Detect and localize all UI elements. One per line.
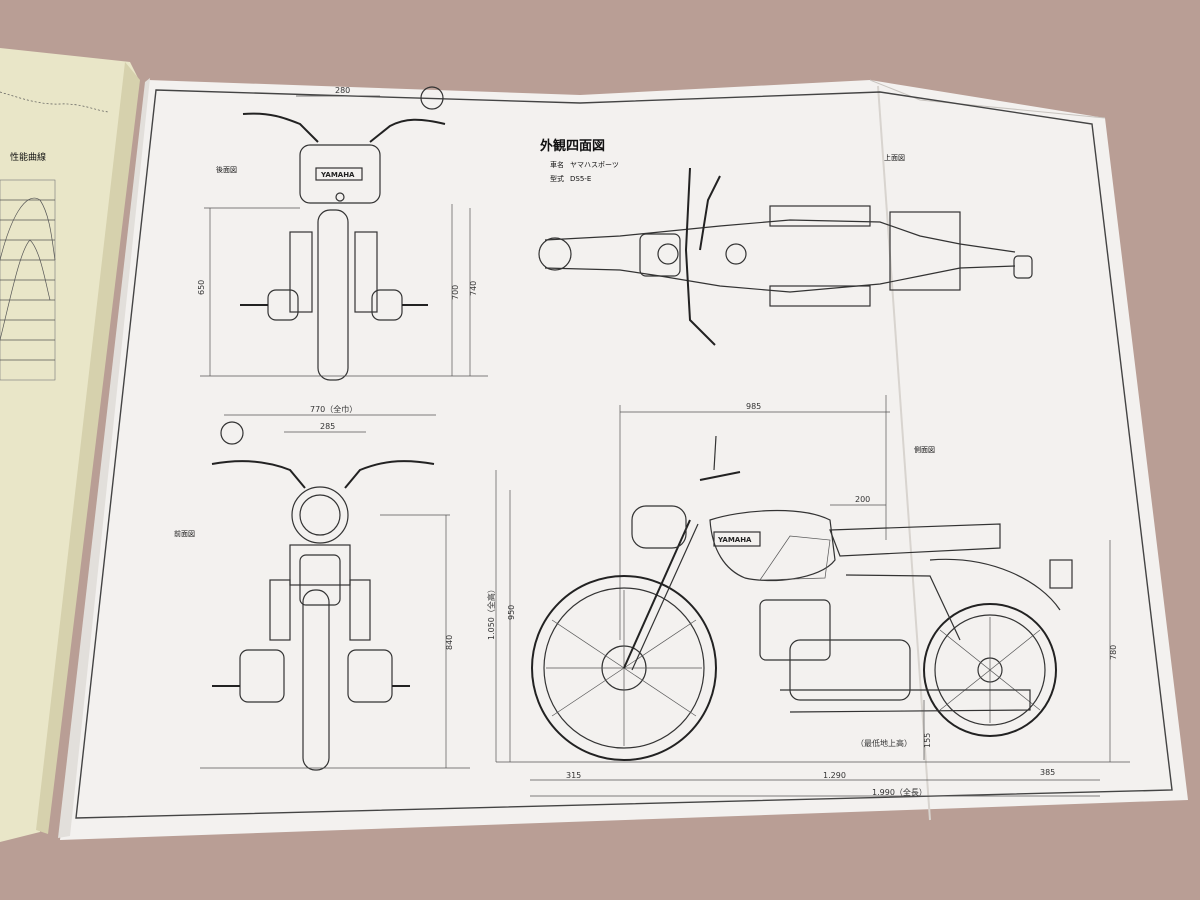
rear-height-650: 650 [197, 280, 206, 295]
front-width-285: 285 [320, 422, 335, 431]
rear-height-740: 740 [469, 281, 478, 296]
side-view-label: 側面図 [914, 445, 935, 454]
rear-overhang: 385 [1040, 768, 1055, 777]
side-view-drawing: 側面図 985 200 [486, 395, 1130, 797]
seat-offset-200: 200 [855, 495, 870, 504]
ground-clearance-value: 155 [923, 733, 932, 748]
top-view-label: 上面図 [884, 153, 905, 162]
front-view-label: 前面図 [174, 529, 195, 538]
wheelbase: 1.290 [823, 771, 846, 780]
front-overhang: 315 [566, 771, 581, 780]
name-label: 車名 [550, 160, 564, 169]
top-view-drawing: 上面図 [538, 153, 1033, 346]
side-brand-badge: YAMAHA [717, 536, 752, 544]
left-booklet-page: 性能曲線 [0, 48, 140, 842]
rear-view-drawing: 後面図 280 YAMAHA 650 700 740 [197, 86, 488, 381]
front-view-drawing: 前面図 770（全巾） 285 840 [174, 404, 470, 771]
ground-clearance-label: （最低地上高） [856, 738, 912, 748]
rear-view-label: 後面図 [216, 165, 237, 174]
left-page-heading: 性能曲線 [10, 151, 46, 163]
rear-brand-badge: YAMAHA [320, 171, 355, 179]
model-label: 型式 [550, 174, 564, 183]
model-value: DS5-E [570, 175, 591, 183]
title-block: 外観四面図 車名 ヤマハスポーツ 型式 DS5-E [539, 138, 619, 183]
overall-height: 1.050（全高） [486, 585, 496, 640]
front-height-840: 840 [445, 635, 454, 650]
height-780: 780 [1109, 645, 1118, 660]
overall-length: 1.990（全長） [872, 787, 927, 797]
front-width-770: 770（全巾） [310, 404, 357, 414]
side-length-985: 985 [746, 402, 761, 411]
sheet-title: 外観四面図 [539, 138, 605, 154]
rear-height-700: 700 [451, 285, 460, 300]
rear-width-dim: 280 [335, 86, 350, 95]
blueprint-sheet [58, 78, 1188, 840]
height-950: 950 [507, 605, 516, 620]
name-value: ヤマハスポーツ [570, 161, 619, 169]
